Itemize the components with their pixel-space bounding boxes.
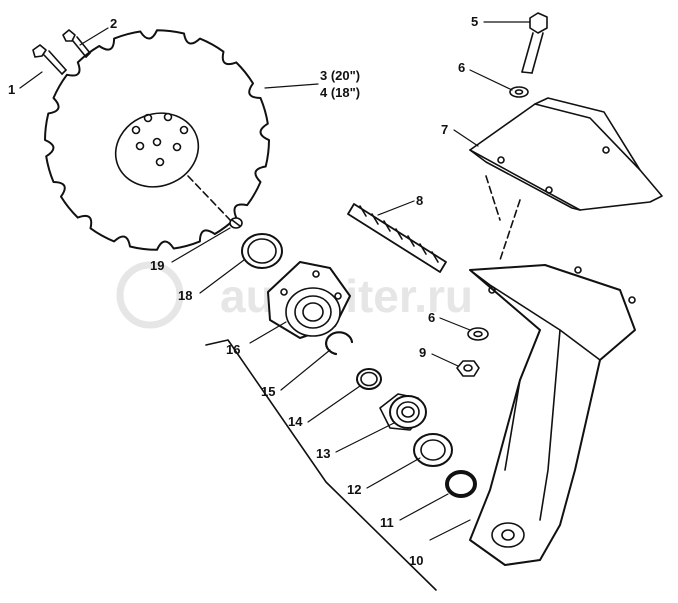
label-10: 10 [409, 553, 423, 568]
label-6-top: 6 [458, 60, 465, 75]
watermark: autopiter.ru [116, 261, 473, 329]
assembly-bracket [205, 339, 437, 591]
seal-12 [413, 433, 453, 467]
hub-16 [267, 261, 351, 339]
notched-disc-blade [44, 29, 270, 251]
label-14: 14 [288, 414, 303, 429]
label-18: 18 [178, 288, 192, 303]
label-13: 13 [316, 446, 330, 461]
washer-6-top [509, 86, 529, 98]
washer-6-lower [467, 327, 489, 341]
label-5: 5 [471, 14, 478, 29]
label-3: 3 (20") [320, 68, 360, 83]
leader-lines [19, 21, 531, 541]
bolt-2 [62, 29, 91, 58]
label-9: 9 [419, 345, 426, 360]
label-1: 1 [8, 82, 15, 97]
shank-arm-10 [469, 264, 636, 566]
grease-fitting-19 [229, 217, 243, 229]
nut-9 [456, 360, 480, 377]
label-12: 12 [347, 482, 361, 497]
label-6-lower: 6 [428, 310, 435, 325]
ring-14 [356, 368, 382, 390]
label-2: 2 [110, 16, 117, 31]
label-15: 15 [261, 384, 275, 399]
label-4: 4 (18") [320, 85, 360, 100]
label-8: 8 [416, 193, 423, 208]
label-11: 11 [380, 515, 394, 530]
seal-18 [241, 233, 283, 269]
bolt-5 [521, 12, 548, 74]
bolt-1 [32, 44, 67, 75]
label-16: 16 [226, 342, 240, 357]
label-19: 19 [150, 258, 164, 273]
mounting-bracket-7 [469, 97, 663, 261]
part-labels: 1 2 3 (20") 4 (18") 5 6 7 8 6 9 10 11 12… [8, 14, 478, 568]
label-7: 7 [441, 122, 448, 137]
roller-pin-8 [347, 203, 447, 273]
o-ring-11 [445, 470, 477, 498]
bearing-13 [379, 393, 427, 431]
